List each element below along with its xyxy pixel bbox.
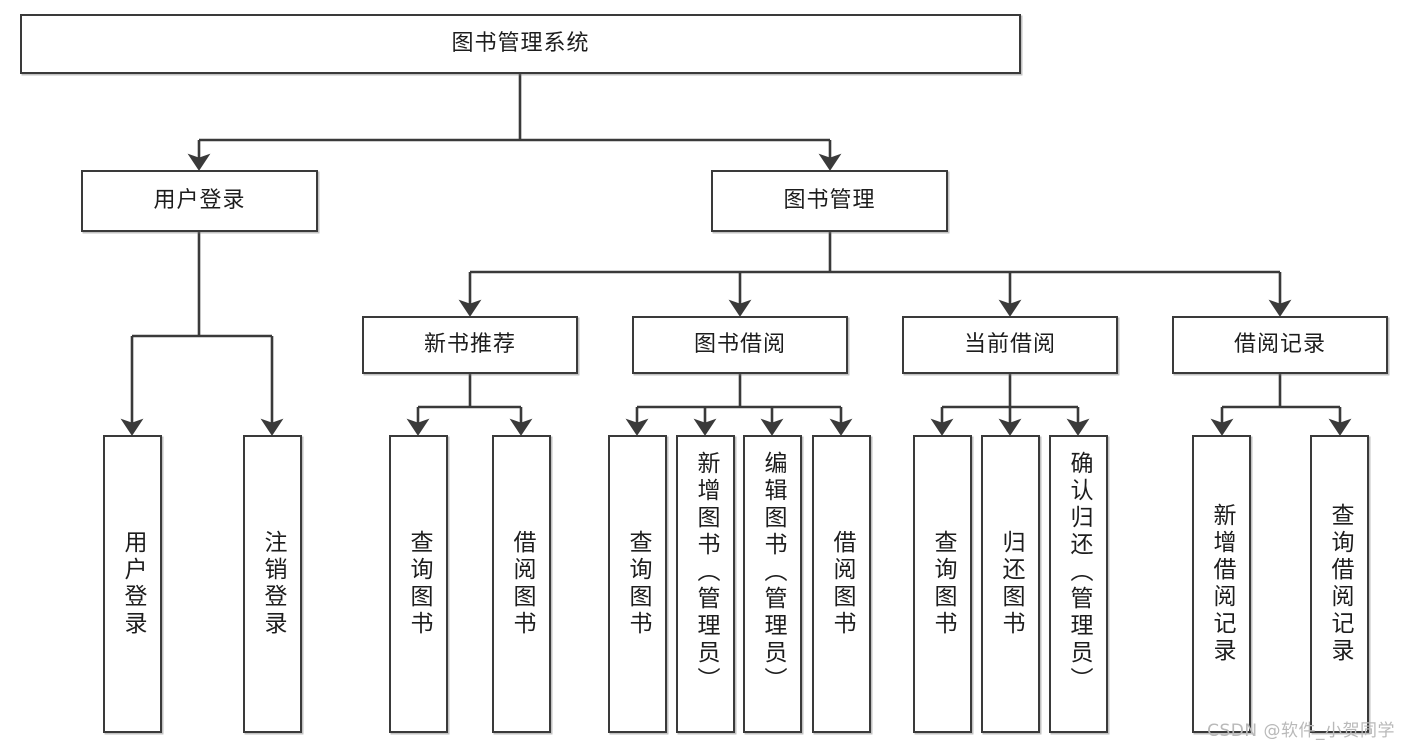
node-root-book-management-system[interactable]: 图书管理系统 [20,14,1021,74]
node-label: 注销登录 [260,530,286,638]
node-label: 归还图书 [998,530,1024,638]
leaf-add-book-admin[interactable]: 新增图书（管理员） [676,435,735,733]
node-label: 借阅图书 [829,530,855,638]
node-label: 当前借阅 [963,332,1056,358]
node-label: 新书推荐 [423,332,516,358]
node-borrowing-record[interactable]: 借阅记录 [1172,316,1388,374]
node-label: 查询图书 [406,530,432,638]
node-user-login[interactable]: 用户登录 [81,170,318,232]
leaf-query-borrow-record[interactable]: 查询借阅记录 [1310,435,1369,733]
leaf-borrow-book[interactable]: 借阅图书 [812,435,871,733]
leaf-edit-book-admin[interactable]: 编辑图书（管理员） [743,435,802,733]
leaf-return-book[interactable]: 归还图书 [981,435,1040,733]
node-new-book-recommendation[interactable]: 新书推荐 [362,316,578,374]
node-label: 用户登录 [120,530,146,638]
node-label: 新增图书（管理员） [693,451,719,694]
node-current-borrowing[interactable]: 当前借阅 [902,316,1118,374]
leaf-query-book-borrow[interactable]: 查询图书 [608,435,667,733]
leaf-logout[interactable]: 注销登录 [243,435,302,733]
node-label: 新增借阅记录 [1209,503,1235,665]
node-label: 用户登录 [153,188,246,214]
node-label: 图书管理 [783,188,876,214]
leaf-borrow-book-new[interactable]: 借阅图书 [492,435,551,733]
node-label: 查询借阅记录 [1327,503,1353,665]
leaf-add-borrow-record[interactable]: 新增借阅记录 [1192,435,1251,733]
leaf-user-login[interactable]: 用户登录 [103,435,162,733]
leaf-confirm-return-admin[interactable]: 确认归还（管理员） [1049,435,1108,733]
node-label: 确认归还（管理员） [1066,451,1092,694]
node-label: 借阅图书 [509,530,535,638]
node-label: 图书借阅 [693,332,786,358]
leaf-query-book-current[interactable]: 查询图书 [913,435,972,733]
leaf-query-book-new[interactable]: 查询图书 [389,435,448,733]
node-label: 查询图书 [625,530,651,638]
watermark-text: CSDN @软件_小贺同学 [1207,721,1395,741]
node-label: 图书管理系统 [451,31,590,57]
node-label: 编辑图书（管理员） [760,451,786,694]
node-label: 借阅记录 [1233,332,1326,358]
node-book-management[interactable]: 图书管理 [711,170,948,232]
node-label: 查询图书 [930,530,956,638]
node-book-borrowing[interactable]: 图书借阅 [632,316,848,374]
